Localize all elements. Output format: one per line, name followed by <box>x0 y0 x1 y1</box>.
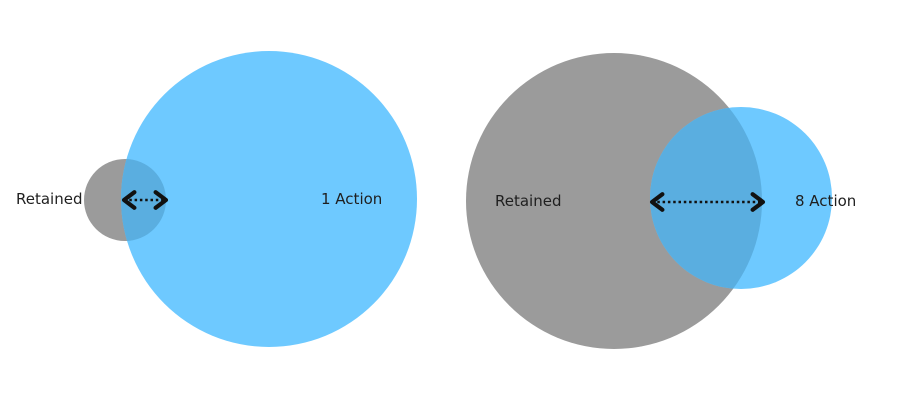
action-label-2: 8 Action <box>795 192 856 210</box>
retained-label-1: Retained <box>16 190 82 208</box>
retained-label-2: Retained <box>495 192 561 210</box>
venn-diagram-2: Retained 8 Action <box>466 53 856 349</box>
action-circle-1 <box>121 51 417 347</box>
venn-diagram-1: Retained 1 Action <box>16 51 417 347</box>
action-label-1: 1 Action <box>321 190 382 208</box>
